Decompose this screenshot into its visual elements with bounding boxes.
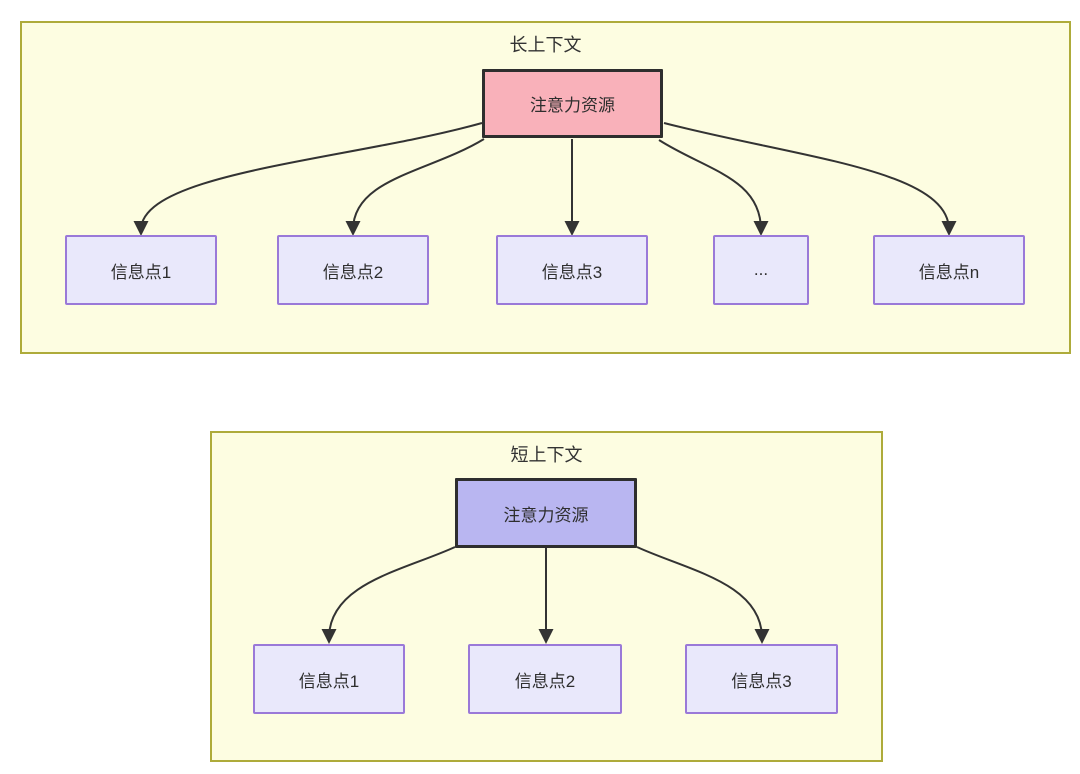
short-info-point-1-label: 信息点1 — [298, 671, 360, 691]
short-info-point-3-label: 信息点3 — [731, 671, 792, 691]
long-info-point-1-label: 信息点1 — [110, 262, 172, 282]
long-info-point-ellipsis-box: ... — [713, 235, 809, 305]
group-long-title: 长上下文 — [509, 35, 582, 55]
short-info-point-3-box: 信息点3 — [685, 644, 838, 714]
long-info-point-ellipsis-label: ... — [753, 260, 769, 279]
short-info-point-2-box: 信息点2 — [468, 644, 622, 714]
short-attention-resource-box: 注意力资源 — [455, 478, 637, 548]
short-attention-resource-label: 注意力资源 — [503, 505, 589, 525]
long-info-point-1-box: 信息点1 — [65, 235, 217, 305]
long-info-point-2-label: 信息点2 — [322, 262, 384, 282]
long-info-point-n-box: 信息点n — [873, 235, 1025, 305]
short-info-point-2-label: 信息点2 — [514, 671, 576, 691]
long-info-point-n-label: 信息点n — [918, 262, 980, 282]
long-attention-resource-box: 注意力资源 — [482, 69, 663, 138]
long-info-point-3-box: 信息点3 — [496, 235, 648, 305]
long-attention-resource-label: 注意力资源 — [530, 96, 615, 115]
long-info-point-3-label: 信息点3 — [541, 262, 603, 282]
short-info-point-1-box: 信息点1 — [253, 644, 405, 714]
long-info-point-2-box: 信息点2 — [277, 235, 429, 305]
group-short-title: 短上下文 — [510, 445, 583, 465]
